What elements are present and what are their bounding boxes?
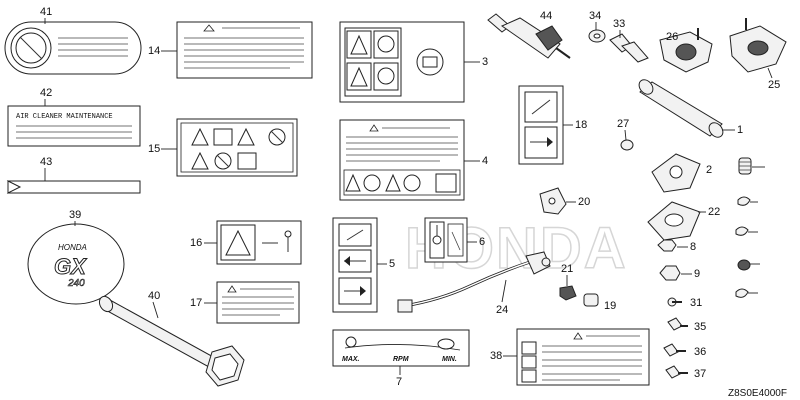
part-9-nut[interactable]: [659, 265, 681, 281]
callout-37: 39: [69, 209, 81, 221]
part-33-bolt[interactable]: [667, 317, 688, 331]
callout-4: 4: [482, 155, 488, 167]
part-22-clip[interactable]: [559, 285, 577, 301]
callout-20: 20: [578, 196, 590, 208]
callout-38: 40: [148, 290, 160, 302]
callout-34: 36: [694, 346, 706, 358]
callout-15: 15: [148, 143, 160, 155]
part-40-spring[interactable]: [738, 157, 752, 175]
part-38-plug-wrench[interactable]: [97, 294, 245, 387]
callout-3: 3: [482, 56, 488, 68]
rpm-text: RPM: [393, 356, 409, 363]
part-15-safety-icons-label[interactable]: [176, 118, 298, 177]
callout-26: 27: [617, 118, 629, 130]
diagram-code: Z8S0E4000F: [728, 388, 787, 399]
callout-5: 5: [389, 258, 395, 270]
callout-29: 43: [40, 156, 52, 168]
part-34-bolt[interactable]: [663, 343, 686, 357]
part-32-washer[interactable]: [588, 29, 606, 43]
part-6-choke-label[interactable]: [424, 217, 468, 263]
part-28-air-cleaner-label[interactable]: AIR CLEANER MAINTENANCE: [7, 105, 141, 147]
part-43-clip[interactable]: [737, 259, 751, 271]
part-36-spark-plug[interactable]: [487, 13, 571, 59]
callout-9: 9: [694, 268, 700, 280]
callout-14: 14: [148, 45, 160, 57]
callout-1: 1: [737, 124, 743, 136]
callout-25: 26: [666, 31, 678, 43]
air-cleaner-text: AIR CLEANER MAINTENANCE: [16, 113, 113, 121]
part-5-fuel-valve-label[interactable]: [332, 217, 378, 313]
part-39-instruction-label[interactable]: [516, 328, 650, 386]
part-41-clip[interactable]: [737, 196, 751, 206]
callout-6: 6: [479, 236, 485, 248]
part-14-warning-label[interactable]: [176, 21, 313, 79]
callout-7: 7: [396, 376, 402, 388]
part-18-fuel-label[interactable]: [518, 85, 564, 165]
part-37-emblem[interactable]: HONDA GX 240: [27, 223, 125, 305]
part-3-safety-icons-label[interactable]: [339, 21, 465, 103]
callout-27: 41: [40, 6, 52, 18]
part-21-grommet[interactable]: [583, 293, 599, 307]
callout-33: 35: [694, 321, 706, 333]
max-text: MAX.: [342, 356, 360, 363]
part-20-bracket[interactable]: [539, 187, 567, 215]
callout-19: 22: [708, 206, 720, 218]
callout-35: 37: [694, 368, 706, 380]
part-42-clip[interactable]: [735, 226, 749, 236]
callout-21: 19: [604, 300, 616, 312]
callout-28: 42: [40, 87, 52, 99]
callout-16: 16: [190, 237, 202, 249]
part-7-throttle-label[interactable]: MAX. RPM MIN.: [332, 329, 470, 367]
part-8-nut[interactable]: [657, 239, 677, 252]
emblem-displacement: 240: [67, 278, 85, 289]
part-24-mount[interactable]: [729, 18, 787, 73]
part-44-clip[interactable]: [735, 288, 749, 298]
part-26-cap[interactable]: [620, 139, 634, 151]
part-16-hot-surface-label[interactable]: [216, 220, 302, 265]
part-25-mount[interactable]: [659, 28, 713, 73]
callout-39: 38: [490, 350, 502, 362]
callout-18: 18: [575, 119, 587, 131]
callout-30: 31: [690, 297, 702, 309]
part-2-gasket[interactable]: [651, 153, 701, 193]
part-27-round-warning-label[interactable]: [4, 21, 142, 75]
part-17-warning-label[interactable]: [216, 281, 300, 324]
callout-31: 33: [613, 18, 625, 30]
part-19-gasket[interactable]: [647, 201, 701, 241]
min-text: MIN.: [442, 356, 457, 363]
part-23-wire-harness[interactable]: [397, 251, 551, 313]
emblem-model: GX: [54, 254, 87, 279]
callout-17: 17: [190, 297, 202, 309]
emblem-brand: HONDA: [58, 243, 87, 252]
callout-2: 2: [706, 164, 712, 176]
part-29-label-strip[interactable]: [6, 180, 141, 194]
callout-24: 25: [768, 79, 780, 91]
part-31-fitting[interactable]: [609, 33, 649, 63]
callout-8: 8: [690, 241, 696, 253]
part-4-instruction-label[interactable]: [339, 119, 465, 201]
part-30-screw[interactable]: [667, 297, 682, 307]
part-35-bolt[interactable]: [665, 365, 688, 379]
callout-32: 34: [589, 10, 601, 22]
callout-36: 44: [540, 10, 552, 22]
callout-22: 21: [561, 263, 573, 275]
part-1-tube[interactable]: [636, 77, 725, 140]
callout-23: 24: [496, 304, 508, 316]
